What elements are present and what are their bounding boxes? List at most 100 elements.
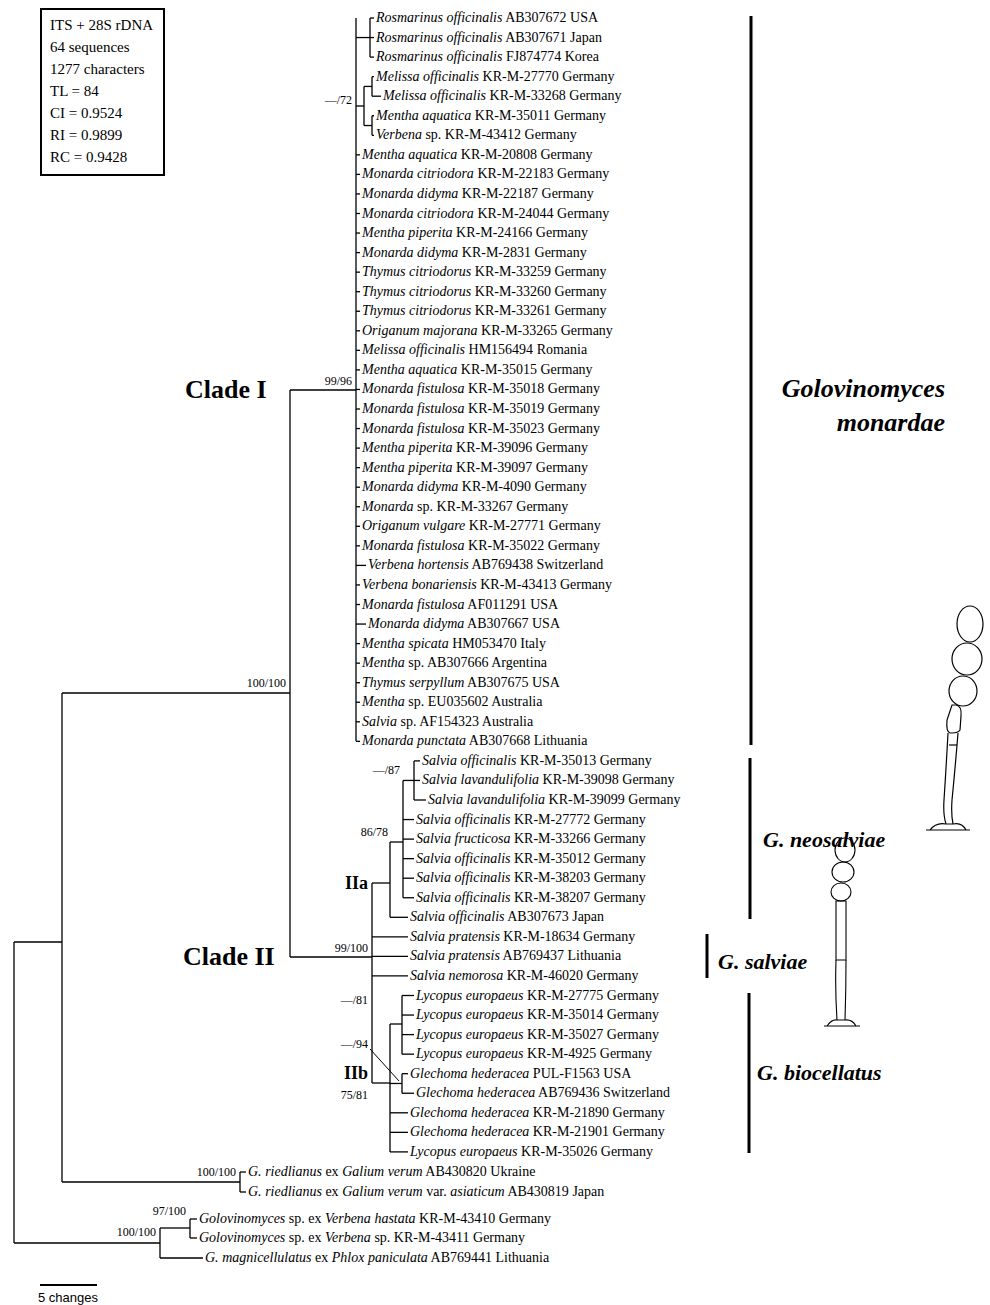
support-value: 99/96	[325, 374, 352, 388]
tree-branch	[240, 1191, 246, 1192]
tree-branch	[369, 18, 370, 57]
tree-branch	[372, 936, 408, 937]
support-value: —/81	[341, 993, 368, 1007]
scale-label: 5 changes	[38, 1290, 98, 1305]
stats-line: RI = 0.9899	[50, 124, 153, 146]
taxon-label: Mentha piperita KR-M-39096 Germany	[362, 439, 588, 457]
tree-branch	[414, 760, 420, 761]
generative-cell	[947, 705, 961, 733]
taxon-label: Mentha sp. AB307666 Argentina	[362, 654, 547, 672]
taxon-label: Monarda didyma AB307667 USA	[368, 615, 560, 633]
taxon-label: Salvia lavandulifolia KR-M-39099 Germany	[428, 791, 680, 809]
conidium-cell	[949, 676, 977, 706]
taxon-label: Monarda sp. KR-M-33267 Germany	[362, 498, 568, 516]
tree-branch	[14, 941, 62, 942]
tree-branch	[414, 780, 420, 781]
tree-branch	[390, 1083, 402, 1084]
conidium-cell	[831, 883, 851, 901]
tree-branch	[401, 996, 402, 1055]
taxon-label: G. riedlianus ex Galium verum AB430820 U…	[248, 1163, 535, 1181]
tree-branch	[190, 1237, 197, 1238]
taxon-label: Monarda punctata AB307668 Lithuania	[362, 732, 587, 750]
tree-branch	[402, 1014, 414, 1015]
tree-branch	[403, 897, 414, 898]
taxon-label: Salvia lavandulifolia KR-M-39098 Germany	[422, 771, 674, 789]
septum	[949, 744, 957, 745]
taxon-label: Monarda didyma KR-M-22187 Germany	[362, 185, 594, 203]
tree-branch	[372, 882, 390, 883]
tree-branch	[371, 883, 372, 1083]
tree-branch	[403, 858, 414, 859]
taxon-label: Rosmarinus officinalis AB307671 Japan	[376, 29, 602, 47]
tree-branch	[389, 1024, 390, 1152]
tree-branch	[390, 1151, 408, 1152]
stats-line: TL = 84	[50, 80, 153, 102]
species-name: G. salviae	[718, 949, 807, 975]
tree-branch	[62, 1181, 240, 1182]
tree-branch	[371, 77, 372, 97]
tree-branch	[290, 956, 372, 957]
taxon-label: Glechoma hederacea KR-M-21890 Germany	[410, 1104, 665, 1122]
taxon-label: Lycopus europaeus KR-M-35027 Germany	[416, 1026, 659, 1044]
stats-line: 1277 characters	[50, 58, 153, 80]
conidium-cell	[952, 643, 982, 675]
taxon-label: Rosmarinus officinalis FJ874774 Korea	[376, 48, 599, 66]
tree-branch	[390, 1132, 408, 1133]
tree-branch	[403, 819, 414, 820]
tree-branch	[240, 1171, 246, 1172]
taxon-label: Origanum majorana KR-M-33265 Germany	[362, 322, 613, 340]
conidiophore-drawing-large	[926, 606, 983, 830]
scale-bar	[40, 1284, 97, 1286]
support-value: 99/100	[335, 941, 368, 955]
tree-branch	[356, 37, 370, 38]
taxon-label: Mentha piperita KR-M-39097 Germany	[362, 459, 588, 477]
support-value: —/72	[325, 93, 352, 107]
tree-branch	[159, 1228, 160, 1258]
taxon-label: Monarda didyma KR-M-4090 Germany	[362, 478, 587, 496]
taxon-label: Mentha aquatica KR-M-35015 Germany	[362, 361, 593, 379]
tree-branch	[364, 125, 372, 126]
generative-cell	[836, 901, 846, 960]
taxon-label: Golovinomyces sp. ex Verbena hastata KR-…	[199, 1210, 551, 1228]
support-value: 97/100	[153, 1204, 186, 1218]
support-value: 100/100	[117, 1225, 156, 1239]
taxon-label: Mentha aquatica KR-M-35011 Germany	[376, 107, 606, 125]
species-bars	[40, 16, 751, 1285]
tree-branch	[403, 780, 414, 781]
species-bar	[706, 934, 709, 978]
tree-branch	[402, 1034, 414, 1035]
taxon-label: Mentha piperita KR-M-24166 Germany	[362, 224, 588, 242]
tree-branch	[372, 96, 381, 97]
taxon-label: Monarda fistulosa AF011291 USA	[362, 596, 558, 614]
tree-branch	[403, 838, 414, 839]
tree-branch	[290, 389, 356, 390]
tree-branch	[390, 841, 403, 842]
tree-branch	[13, 942, 14, 1243]
leader-line	[370, 1049, 399, 1081]
tree-branch	[160, 1257, 203, 1258]
tree-branch	[62, 692, 290, 693]
tree-branch	[390, 917, 408, 918]
taxon-label: Thymus citriodorus KR-M-33261 Germany	[362, 302, 607, 320]
support-value: —/94	[341, 1037, 368, 1051]
taxon-label: Salvia officinalis KR-M-27772 Germany	[416, 811, 646, 829]
conidiophore-drawing-small	[824, 838, 860, 1026]
taxon-label: Lycopus europaeus KR-M-35026 Germany	[410, 1143, 653, 1161]
taxon-label: Glechoma hederacea PUL-F1563 USA	[410, 1065, 631, 1083]
taxon-label: Salvia officinalis KR-M-35013 Germany	[422, 752, 652, 770]
taxon-label: Mentha aquatica KR-M-20808 Germany	[362, 146, 593, 164]
clade-label: Clade II	[183, 942, 275, 972]
tree-branch	[390, 1023, 402, 1024]
taxon-label: Golovinomyces sp. ex Verbena sp. KR-M-43…	[199, 1229, 525, 1247]
tree-branch	[160, 1227, 190, 1228]
tree-branch	[402, 1054, 414, 1055]
taxon-label: Rosmarinus officinalis AB307672 USA	[376, 9, 598, 27]
taxon-label: Thymus citriodorus KR-M-33260 Germany	[362, 283, 607, 301]
tree-branch	[402, 1093, 414, 1094]
tree-branch	[356, 565, 366, 566]
tree-branch	[355, 18, 356, 741]
support-value: 75/81	[341, 1088, 368, 1102]
tree-branch	[414, 799, 426, 800]
subclade-label: IIb	[344, 1063, 368, 1083]
stats-box: ITS + 28S rDNA64 sequences1277 character…	[40, 8, 165, 176]
